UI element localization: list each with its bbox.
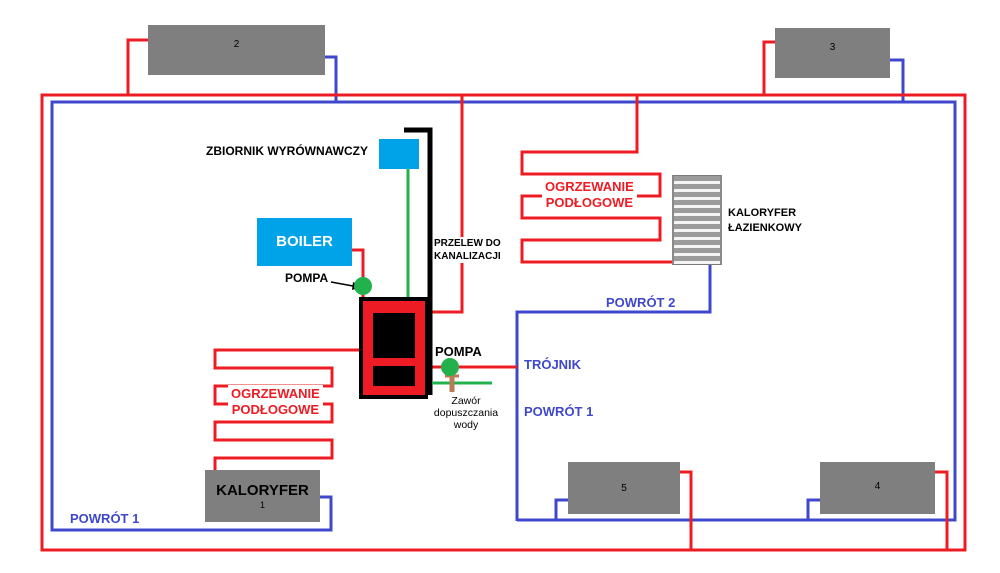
overflow-label: PRZELEW DO KANALIZACJI xyxy=(434,237,501,263)
overflow-pipe xyxy=(404,127,433,398)
bathroom-radiator-label-line2: ŁAZIENKOWY xyxy=(728,222,802,234)
return-pump-label: POMPA xyxy=(435,344,482,359)
overflow-label-line1: PRZELEW DO xyxy=(434,238,501,249)
supply-pipe-radiator2 xyxy=(126,38,150,95)
fill-valve-label: Zawór dopuszczania wody xyxy=(428,395,504,431)
bathroom-radiator-label: KALORYFER ŁAZIENKOWY xyxy=(728,206,802,236)
radiator-5 xyxy=(568,462,680,514)
stove-door xyxy=(373,313,415,358)
radiator-3-number: 3 xyxy=(829,42,836,53)
radiator-2-number: 2 xyxy=(233,39,240,50)
radiator-4-number: 4 xyxy=(874,481,881,492)
return-pipe-radiator5 xyxy=(554,498,568,519)
return-pipe-radiator3 xyxy=(890,58,905,101)
floor-heating-left-line1: OGRZEWANIE xyxy=(231,386,320,401)
return-pump-icon xyxy=(441,358,459,376)
tee-label: TRÓJNIK xyxy=(524,357,582,372)
supply-pipe-radiator5 xyxy=(680,470,693,551)
return1-center-label: POWRÓT 1 xyxy=(524,404,594,419)
radiator-5-number: 5 xyxy=(621,483,627,494)
return-pipe-radiator4 xyxy=(806,498,820,519)
bathroom-towel-radiator xyxy=(672,175,722,265)
supply-riser-stove xyxy=(428,95,464,314)
boiler-pump-label: POMPA xyxy=(285,271,329,285)
supply-pipe-radiator4 xyxy=(935,470,949,551)
fill-valve-label-line2: dopuszczania xyxy=(433,407,499,419)
expansion-tank-label: ZBIORNIK WYRÓWNAWCZY xyxy=(206,144,368,158)
floor-heating-label-right: OGRZEWANIE PODŁOGOWE xyxy=(542,178,637,212)
fill-valve-label-line1: Zawór xyxy=(451,395,481,407)
stove-ash-drawer xyxy=(373,366,415,386)
radiator-1-number: 1 xyxy=(259,500,265,510)
radiator-1-name: KALORYFER xyxy=(216,482,309,499)
pump-label-arrow xyxy=(330,281,354,287)
supply-pipe-left-floor-coil xyxy=(213,348,360,478)
boiler-pump-icon xyxy=(354,277,372,295)
radiator-4 xyxy=(820,462,935,514)
supply-pipe-perimeter xyxy=(40,93,967,552)
return1-left-label: POWRÓT 1 xyxy=(70,511,140,526)
boiler-label: BOILER xyxy=(276,233,333,250)
floor-heating-right-line2: PODŁOGOWE xyxy=(545,195,634,210)
fill-valve-label-line3: wody xyxy=(453,419,479,431)
return-pipe-radiator2 xyxy=(325,55,338,101)
floor-heating-label-left: OGRZEWANIE PODŁOGOWE xyxy=(228,385,323,419)
radiator-1 xyxy=(205,470,320,522)
return-pipe-bathroom-powrot2 xyxy=(515,265,712,521)
return-pipe-main-loop xyxy=(50,100,957,532)
radiator-2 xyxy=(148,25,325,75)
overflow-label-line2: KANALIZACJI xyxy=(434,251,501,262)
radiator-1-label: KALORYFER 1 xyxy=(205,483,320,513)
boiler-tank xyxy=(257,218,352,266)
floor-heating-right-line1: OGRZEWANIE xyxy=(545,179,634,194)
floor-heating-left-line2: PODŁOGOWE xyxy=(231,402,320,417)
radiator-3 xyxy=(775,28,890,78)
bathroom-radiator-label-line1: KALORYFER xyxy=(728,207,797,219)
return2-label: POWRÓT 2 xyxy=(606,295,676,310)
expansion-tank xyxy=(379,139,419,169)
supply-pipe-bathroom-floor-coil xyxy=(520,95,673,264)
supply-pipe-radiator3 xyxy=(762,40,775,95)
